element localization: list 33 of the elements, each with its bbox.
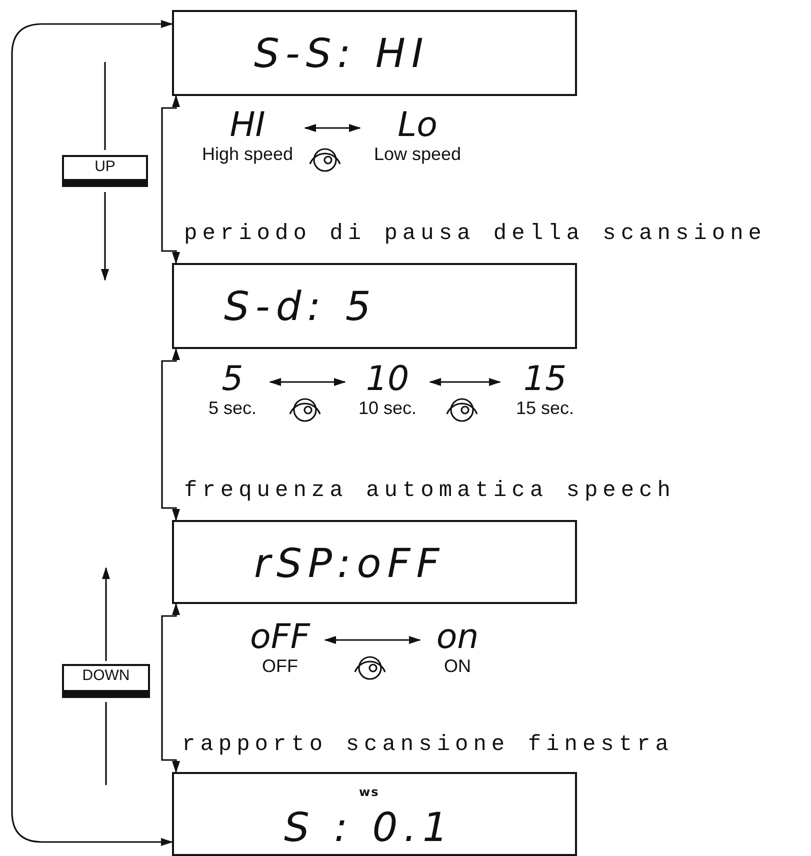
display-readout: S : 0.1 [284, 808, 454, 848]
key-button: DOWN [62, 664, 150, 698]
setting-value: oFF [249, 620, 312, 656]
value-description: OFF [261, 656, 299, 678]
value-description: Low speed [372, 144, 462, 166]
indicator-label: ws [359, 786, 380, 798]
setting-value: 15 [522, 362, 568, 398]
value-description: High speed [200, 144, 294, 166]
arrow [324, 636, 421, 644]
setting-value: Lo [396, 108, 438, 144]
arrow [161, 95, 180, 264]
setting-value: on [435, 620, 480, 656]
value-description: 5 sec. [207, 398, 258, 420]
setting-value: 10 [364, 362, 410, 398]
value-description: 10 sec. [357, 398, 418, 420]
display-readout: S-d: 5 [224, 287, 377, 327]
arrow [429, 378, 501, 386]
setting-caption: frequenza automatica speech [184, 480, 676, 502]
setting-caption: rapporto scansione finestra [182, 734, 674, 756]
arrow [161, 603, 180, 773]
arrow [304, 124, 361, 132]
display-readout: rSP:oFF [254, 544, 446, 584]
arrow [269, 378, 346, 386]
key-button: UP [62, 155, 148, 187]
setting-value: HI [228, 108, 266, 144]
value-description: 15 sec. [514, 398, 576, 420]
setting-caption: periodo di pausa della scansione [184, 223, 766, 245]
value-description: ON [443, 656, 472, 678]
arrow [11, 20, 173, 846]
lcd-display-panel [172, 10, 577, 96]
arrow [161, 348, 180, 521]
display-readout: S-S: HI [254, 34, 430, 74]
setting-value: 5 [220, 362, 244, 398]
